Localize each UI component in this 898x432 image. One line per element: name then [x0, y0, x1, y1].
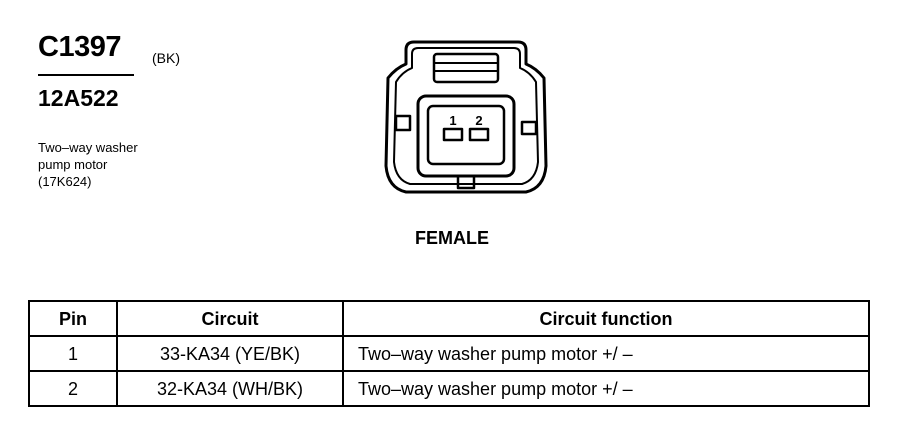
- cavity-label-2: 2: [475, 113, 482, 128]
- circuit-function-cell: Two–way washer pump motor +/ –: [342, 370, 870, 407]
- cavity-frame-inner: [426, 104, 506, 166]
- left-side-lug: [394, 114, 412, 132]
- bottom-keyway: [456, 174, 476, 190]
- cavity-2: [468, 127, 490, 142]
- description-line-3: (17K624): [38, 174, 92, 189]
- circuit-cell: 33-KA34 (YE/BK): [116, 335, 344, 372]
- part-number: 12A522: [38, 85, 119, 111]
- housing-inner-outline: [393, 47, 539, 185]
- pin-cell: 1: [28, 335, 118, 372]
- housing-outer: [384, 40, 548, 194]
- description-line-1: Two–way washer: [38, 140, 138, 155]
- cavity-1: [442, 127, 464, 142]
- table-row: 1 33-KA34 (YE/BK) Two–way washer pump mo…: [28, 335, 870, 372]
- pinout-table: Pin Circuit Circuit function 1 33-KA34 (…: [28, 300, 870, 407]
- connector-description: Two–way washer pump motor (17K624): [38, 139, 138, 190]
- table-header-row: Pin Circuit Circuit function: [28, 300, 870, 337]
- table-row: 2 32-KA34 (WH/BK) Two–way washer pump mo…: [28, 370, 870, 407]
- connector-color-code: (BK): [152, 50, 180, 66]
- locking-latch: [432, 52, 500, 84]
- header-pin: Pin: [28, 300, 118, 337]
- header-divider: [38, 74, 134, 76]
- connector-code: C1397: [38, 31, 121, 63]
- circuit-cell: 32-KA34 (WH/BK): [116, 370, 344, 407]
- description-line-2: pump motor: [38, 157, 108, 172]
- header-circuit-function: Circuit function: [342, 300, 870, 337]
- cavity-label-1: 1: [449, 113, 456, 128]
- connector-gender-label: FEMALE: [415, 228, 489, 248]
- right-side-lug: [520, 120, 538, 136]
- connector-face-drawing: 1 2: [384, 40, 548, 194]
- pin-cell: 2: [28, 370, 118, 407]
- header-circuit: Circuit: [116, 300, 344, 337]
- circuit-function-cell: Two–way washer pump motor +/ –: [342, 335, 870, 372]
- cavity-frame-outer: [416, 94, 516, 178]
